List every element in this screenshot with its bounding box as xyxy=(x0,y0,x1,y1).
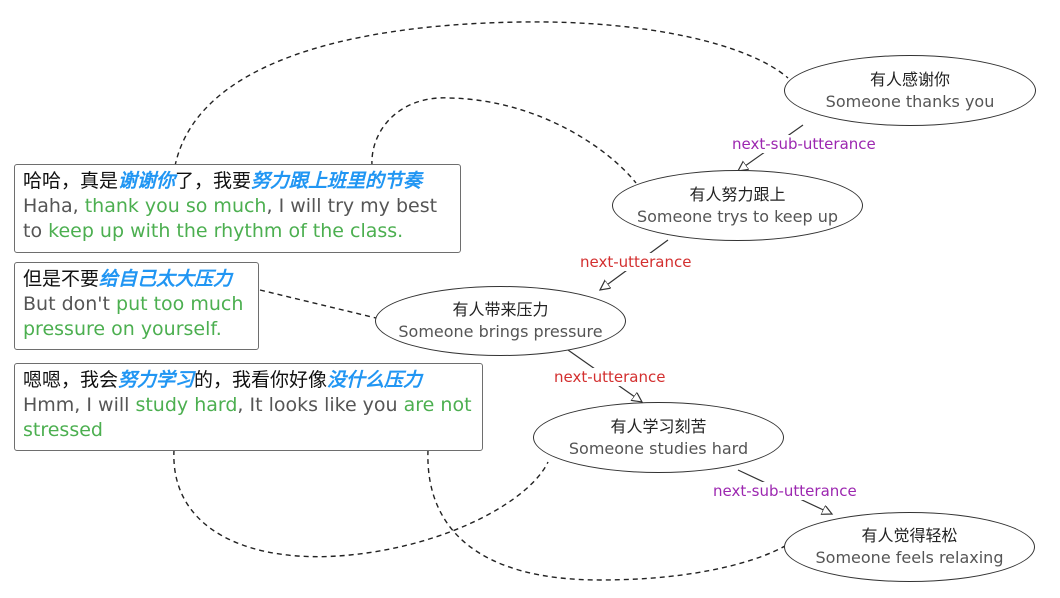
utterance-2-english: But don't put too much pressure on yours… xyxy=(23,292,250,342)
utterance-1-zh-highlight-1: 谢谢你 xyxy=(118,170,176,192)
utterance-1-zh-highlight-2: 努力跟上班里的节奏 xyxy=(251,170,423,192)
dashed-link-pressure xyxy=(259,289,377,319)
utterance-1-chinese: 哈哈，真是谢谢你了，我要努力跟上班里的节奏 xyxy=(23,169,452,194)
node-pressure-en: Someone brings pressure xyxy=(398,322,603,341)
node-relaxing: 有人觉得轻松 Someone feels relaxing xyxy=(784,512,1035,582)
utterance-2-en-part-1: But don't xyxy=(23,293,117,315)
node-thanks-zh: 有人感谢你 xyxy=(869,69,950,89)
utterance-3-en-part-2: , It looks like you xyxy=(237,394,404,416)
dashed-link-keepup xyxy=(371,97,637,184)
edge-label-next-sub-utterance-1: next-sub-utterance xyxy=(730,135,878,153)
utterance-1-en-highlight-2: keep up with the rhythm of the class. xyxy=(48,220,404,242)
node-relaxing-en: Someone feels relaxing xyxy=(815,548,1004,567)
dashed-link-relax xyxy=(427,449,786,581)
node-study-hard-zh: 有人学习刻苦 xyxy=(610,416,707,436)
utterance-1-en-highlight-1: thank you so much xyxy=(84,195,267,217)
utterance-3-zh-highlight-2: 没什么压力 xyxy=(327,369,423,391)
utterance-1-zh-part-1: 哈哈，真是 xyxy=(23,170,119,192)
utterance-2-zh-part-1: 但是不要 xyxy=(23,268,100,290)
utterance-2-en-highlight-1: put too much pressure on yourself. xyxy=(23,293,244,340)
node-pressure: 有人带来压力 Someone brings pressure xyxy=(375,286,626,356)
node-relaxing-zh: 有人觉得轻松 xyxy=(861,526,958,545)
node-study-hard-en: Someone studies hard xyxy=(568,438,749,458)
node-pressure-zh: 有人带来压力 xyxy=(452,300,549,319)
utterance-1-zh-part-2: 了，我要 xyxy=(175,170,252,192)
edge-label-next-sub-utterance-2: next-sub-utterance xyxy=(711,482,859,500)
utterance-3-en-part-1: Hmm, I will xyxy=(23,394,136,416)
utterance-3-zh-highlight-1: 努力学习 xyxy=(118,369,195,391)
edge-label-next-utterance-1: next-utterance xyxy=(578,253,694,271)
utterance-box-2: 但是不要给自己太大压力 But don't put too much press… xyxy=(14,262,259,350)
utterance-box-3: 嗯嗯，我会努力学习的，我看你好像没什么压力 Hmm, I will study … xyxy=(14,363,483,451)
dashed-link-study xyxy=(173,449,549,558)
utterance-1-english: Haha, thank you so much, I will try my b… xyxy=(23,194,452,244)
utterance-3-zh-part-1: 嗯嗯，我会 xyxy=(23,369,119,391)
node-keep-up-zh: 有人努力跟上 xyxy=(689,184,786,204)
node-keep-up: 有人努力跟上 Someone trys to keep up xyxy=(612,170,863,241)
dashed-link-thanks xyxy=(174,21,789,167)
edge-label-next-utterance-2: next-utterance xyxy=(552,368,668,386)
utterance-2-chinese: 但是不要给自己太大压力 xyxy=(23,267,250,292)
utterance-1-en-part-1: Haha, xyxy=(23,195,85,217)
utterance-3-english: Hmm, I will study hard, It looks like yo… xyxy=(23,393,474,443)
utterance-2-zh-highlight-1: 给自己太大压力 xyxy=(99,268,233,290)
utterance-3-chinese: 嗯嗯，我会努力学习的，我看你好像没什么压力 xyxy=(23,368,474,393)
node-thanks-en: Someone thanks you xyxy=(825,91,995,111)
node-study-hard: 有人学习刻苦 Someone studies hard xyxy=(533,402,784,473)
utterance-3-en-highlight-1: study hard xyxy=(135,394,238,416)
utterance-3-zh-part-2: 的，我看你好像 xyxy=(194,369,328,391)
utterance-box-1: 哈哈，真是谢谢你了，我要努力跟上班里的节奏 Haha, thank you so… xyxy=(14,164,461,253)
utterance-3-en-highlight-2: are not stressed xyxy=(23,394,472,441)
node-thanks: 有人感谢你 Someone thanks you xyxy=(784,55,1036,126)
node-keep-up-en: Someone trys to keep up xyxy=(636,206,839,226)
utterance-1-en-part-2: , I will try my best to xyxy=(23,195,438,242)
